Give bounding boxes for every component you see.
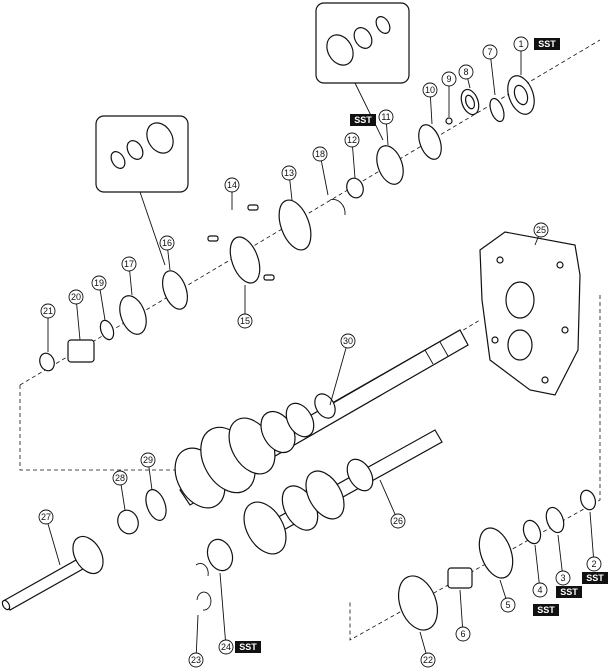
- callout-circle-28: [112, 470, 128, 486]
- callout-layer: 1234567891011121314151617181920212223242…: [38, 36, 602, 668]
- callout-circle-6: [455, 626, 471, 642]
- keys-14: [207, 204, 275, 281]
- callout-number-1: 1: [518, 39, 523, 49]
- sst-tag-label-1: SST: [538, 39, 556, 49]
- sst-tag-label-4: SST: [560, 587, 578, 597]
- callout-number-11: 11: [381, 112, 390, 122]
- upper-parts-row: [39, 75, 535, 372]
- sst-tag-box-6: [235, 641, 261, 653]
- callout-circle-5: [500, 597, 516, 613]
- callout-circle-25: [533, 222, 549, 238]
- inset-box-upper: [315, 2, 410, 141]
- callout-number-26: 26: [393, 516, 403, 526]
- callout-number-23: 23: [191, 655, 201, 665]
- callout-circle-16: [159, 235, 175, 251]
- callout-leader-4: [534, 544, 541, 591]
- callout-circle-29: [140, 452, 156, 468]
- callout-number-6: 6: [460, 629, 465, 639]
- callout-leader-26: [379, 479, 399, 522]
- callout-number-22: 22: [423, 655, 433, 665]
- callout-circle-4: [532, 582, 548, 598]
- callout-leader-27: [45, 516, 61, 566]
- callout-number-3: 3: [560, 573, 565, 583]
- callout-number-5: 5: [505, 600, 510, 610]
- callout-circle-17: [121, 256, 137, 272]
- callout-circle-26: [390, 513, 406, 529]
- callout-circle-1: [513, 36, 529, 52]
- callout-circle-15: [237, 313, 253, 329]
- callout-number-8: 8: [463, 67, 468, 77]
- lower-parts-row: [117, 489, 597, 631]
- callout-number-29: 29: [143, 455, 153, 465]
- callout-leader-24: [219, 572, 227, 648]
- sst-tag-layer: SST SST SST SST SST SST: [235, 38, 608, 653]
- callout-number-4: 4: [537, 585, 542, 595]
- callout-leader-30: [329, 340, 349, 406]
- main-shaft-gear-cluster: [174, 393, 336, 509]
- sst-tag-label-3: SST: [586, 573, 604, 583]
- countershaft: [243, 429, 443, 555]
- callout-circle-12: [344, 132, 360, 148]
- callout-number-10: 10: [425, 85, 435, 95]
- callout-circle-7: [482, 44, 498, 60]
- callout-circle-27: [38, 509, 54, 525]
- case-plate: [479, 231, 581, 396]
- callout-number-7: 7: [487, 47, 492, 57]
- callout-leader-2: [589, 511, 595, 565]
- callout-number-27: 27: [41, 512, 51, 522]
- sst-tag-label-6: SST: [239, 642, 257, 652]
- callout-number-21: 21: [43, 306, 53, 316]
- callout-circle-19: [91, 275, 107, 291]
- sst-tag-box-5: [533, 604, 559, 616]
- callout-circle-22: [420, 652, 436, 668]
- callout-number-14: 14: [227, 180, 237, 190]
- callout-number-28: 28: [115, 473, 125, 483]
- sst-tag-box-3: [582, 572, 608, 584]
- callout-number-12: 12: [347, 135, 357, 145]
- callout-circle-13: [281, 165, 297, 181]
- input-shaft: [1, 535, 104, 611]
- callout-number-20: 20: [71, 292, 81, 302]
- callout-number-24: 24: [221, 642, 231, 652]
- callout-number-25: 25: [536, 225, 546, 235]
- callout-number-19: 19: [94, 278, 104, 288]
- callout-circle-8: [458, 64, 474, 80]
- sst-tag-box-4: [556, 586, 582, 598]
- sst-tag-label-5: SST: [537, 605, 555, 615]
- callout-number-2: 2: [591, 559, 596, 569]
- callout-number-17: 17: [124, 259, 134, 269]
- callout-circle-24: [218, 639, 234, 655]
- callout-number-18: 18: [315, 149, 325, 159]
- callout-circle-3: [555, 570, 571, 586]
- sst-tag-label-2: SST: [354, 115, 372, 125]
- callout-circle-30: [340, 333, 356, 349]
- callout-circle-10: [422, 82, 438, 98]
- callout-circle-2: [586, 556, 602, 572]
- callout-circle-20: [68, 289, 84, 305]
- callout-circle-14: [224, 177, 240, 193]
- snap-ring-23: [196, 591, 212, 611]
- inset-box-lower: [95, 115, 189, 266]
- callout-leader-23: [195, 614, 199, 661]
- callout-number-13: 13: [284, 168, 294, 178]
- callout-circle-11: [378, 109, 394, 125]
- callout-number-30: 30: [343, 336, 353, 346]
- callout-number-9: 9: [446, 74, 451, 84]
- callout-number-15: 15: [240, 316, 250, 326]
- callout-circle-23: [188, 652, 204, 668]
- dashed-assembly-boundary: [19, 39, 601, 641]
- sst-tag-box-1: [534, 38, 560, 50]
- callout-number-16: 16: [162, 238, 172, 248]
- callout-circle-9: [441, 71, 457, 87]
- callout-circle-18: [312, 146, 328, 162]
- callout-circle-21: [40, 303, 56, 319]
- sst-tag-box-2: [350, 114, 376, 126]
